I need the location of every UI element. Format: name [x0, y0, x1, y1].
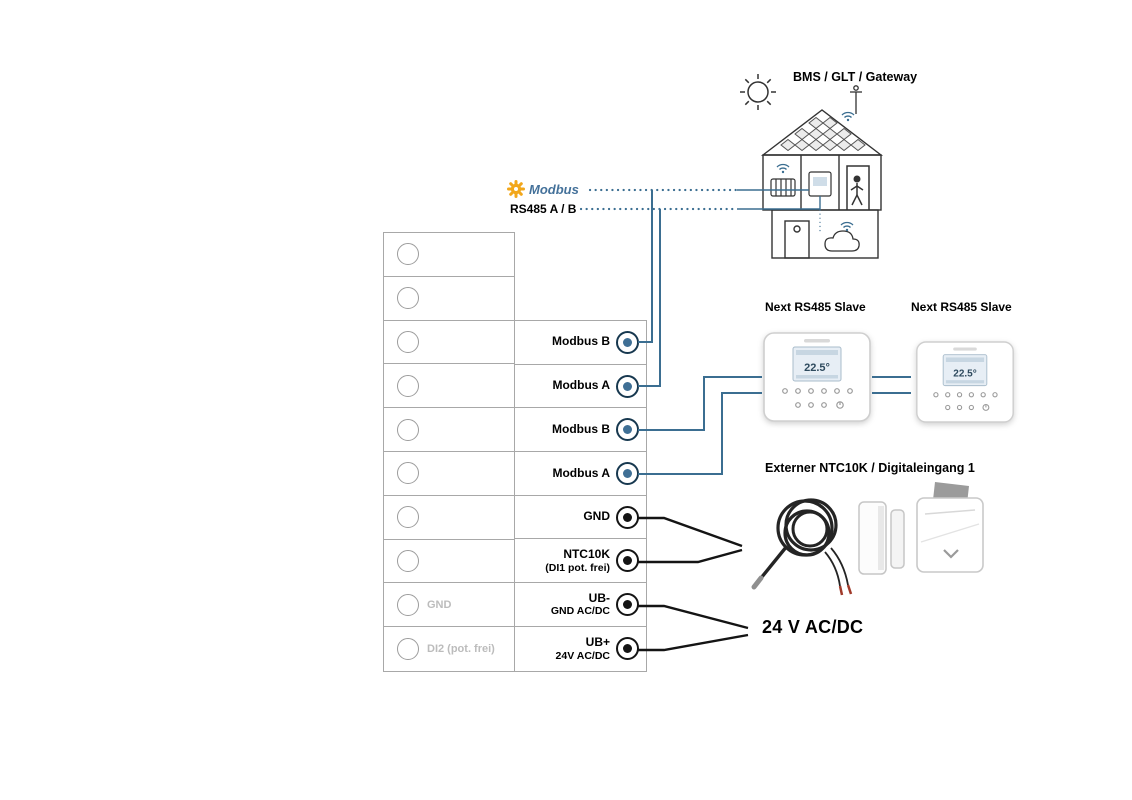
rs485-slave-device-1: 22.5°: [763, 332, 871, 422]
terminal-sublabel: GND AC/DC: [550, 605, 610, 618]
roof: [760, 109, 884, 156]
room-thermostat-icon: [808, 171, 832, 197]
terminal-row-4-left: [384, 364, 514, 409]
terminal-dot-modbus-b-2: [616, 418, 639, 442]
slave2-label: Next RS485 Slave: [911, 300, 1012, 314]
terminal-dot-ub-minus: [616, 592, 639, 616]
terminal-dot-ub-plus: [616, 637, 639, 661]
device-screen-temp: 22.5°: [953, 369, 976, 380]
sensor-illustrations: [751, 482, 984, 596]
terminal-left-column: GND DI2 (pot. frei): [383, 232, 515, 672]
door-contact-icon: [858, 501, 905, 575]
rs485-label: RS485 A / B: [510, 202, 577, 216]
card-switch-icon: [916, 482, 984, 573]
device-screen-temp: 22.5°: [804, 362, 830, 374]
device-buttons: [933, 392, 998, 411]
device-logo: [953, 347, 977, 351]
annex-room: [771, 209, 879, 259]
external-input-label: Externer NTC10K / Digitaleingang 1: [765, 461, 975, 475]
terminal-cell-ntc10k: NTC10K (DI1 pot. frei): [515, 539, 646, 584]
wifi-icon: [840, 221, 854, 232]
device-screen: 22.5°: [942, 354, 988, 387]
screw-terminal-circle: [397, 418, 419, 441]
terminal-dot-modbus-b-1: [616, 330, 639, 354]
wifi-icon: [776, 163, 790, 174]
terminal-cell-modbus-b-1: Modbus B: [515, 321, 646, 365]
terminal-sublabel: (DI1 pot. frei): [545, 561, 610, 574]
wire-ub-plus-to-supply: [638, 633, 749, 652]
screw-terminal-circle: [397, 506, 419, 529]
screw-terminal-circle: [397, 593, 419, 616]
cloud-icon: [824, 230, 860, 252]
weather-sensor-icon: [850, 85, 862, 114]
device-screen: 22.5°: [792, 346, 842, 382]
screw-terminal-circle: [397, 287, 419, 310]
terminal-row-8-left: [384, 540, 514, 584]
person-in-door-icon: [846, 165, 870, 210]
device-logo: [804, 339, 830, 343]
ntc10k-cable-sensor-icon: [751, 498, 853, 596]
wire-modbus-a2-to-slave: [638, 392, 762, 475]
terminal-label: NTC10K: [563, 546, 610, 561]
terminal-row-2-left: [384, 277, 514, 321]
building-illustration: [737, 74, 884, 259]
wire-gnd-to-sensor: [638, 516, 743, 548]
device-buttons: [782, 388, 853, 409]
terminal-sublabel: 24V AC/DC: [555, 649, 610, 662]
terminal-label: UB+: [585, 634, 610, 649]
radiator-icon: [770, 178, 796, 197]
solar-panels-icon: [780, 116, 866, 152]
terminal-right-column: Modbus B Modbus A Modbus B Modbus A GND: [514, 320, 647, 672]
terminal-row-9-left: GND: [384, 583, 514, 628]
terminal-row-6-left: [384, 452, 514, 496]
terminal-label: GND: [583, 509, 610, 524]
screw-terminal-circle: [397, 638, 419, 661]
terminal-label: Modbus B: [552, 334, 610, 349]
terminal-cell-ub-minus: UB- GND AC/DC: [515, 583, 646, 627]
terminal-cell-modbus-b-2: Modbus B: [515, 408, 646, 453]
terminal-dot-modbus-a-2: [616, 461, 639, 485]
wire-ub-minus-to-supply: [638, 604, 749, 630]
wire-modbus-b2-to-slave: [638, 376, 762, 431]
terminal-cell-ub-plus: UB+ 24V AC/DC: [515, 627, 646, 671]
terminal-label: Modbus A: [552, 378, 610, 393]
terminal-label: Modbus A: [552, 465, 610, 480]
terminal-row-7-left: [384, 496, 514, 540]
sun-icon: [740, 74, 776, 110]
modbus-gear-icon: [507, 180, 525, 198]
terminal-cell-modbus-a-2: Modbus A: [515, 452, 646, 496]
screw-terminal-circle: [397, 549, 419, 572]
slave1-label: Next RS485 Slave: [765, 300, 866, 314]
wifi-icon: [841, 111, 855, 122]
screw-terminal-circle: [397, 462, 419, 485]
terminal-row-3-left: [384, 321, 514, 365]
screw-terminal-circle: [397, 330, 419, 353]
terminal-label: Modbus B: [552, 421, 610, 436]
terminal-row-10-left: DI2 (pot. frei): [384, 627, 514, 671]
screw-terminal-circle: [397, 374, 419, 397]
supply-voltage-label: 24 V AC/DC: [762, 617, 864, 637]
terminal-label: UB-: [588, 590, 610, 605]
modbus-label: Modbus: [529, 181, 579, 197]
terminal-dot-ntc10k: [616, 549, 639, 573]
modbus-logo: Modbus: [507, 180, 579, 198]
wire-ntc-to-sensor: [638, 548, 743, 564]
terminal-row-1-left: [384, 233, 514, 277]
terminal-block: GND DI2 (pot. frei) Modbus B Modbus A Mo…: [383, 232, 647, 672]
rs485-slave-device-2: 22.5°: [916, 341, 1014, 423]
left-terminal-label-di2: DI2 (pot. frei): [427, 643, 495, 656]
bus-lines-inside-house: [737, 189, 821, 233]
terminal-dot-modbus-a-1: [616, 374, 639, 398]
screw-terminal-circle: [397, 243, 419, 266]
left-terminal-label-gnd: GND: [427, 598, 452, 611]
terminal-dot-gnd: [616, 505, 639, 529]
terminal-cell-gnd: GND: [515, 496, 646, 540]
bms-gateway-label: BMS / GLT / Gateway: [793, 70, 918, 84]
terminal-cell-modbus-a-1: Modbus A: [515, 365, 646, 409]
terminal-row-5-left: [384, 408, 514, 452]
